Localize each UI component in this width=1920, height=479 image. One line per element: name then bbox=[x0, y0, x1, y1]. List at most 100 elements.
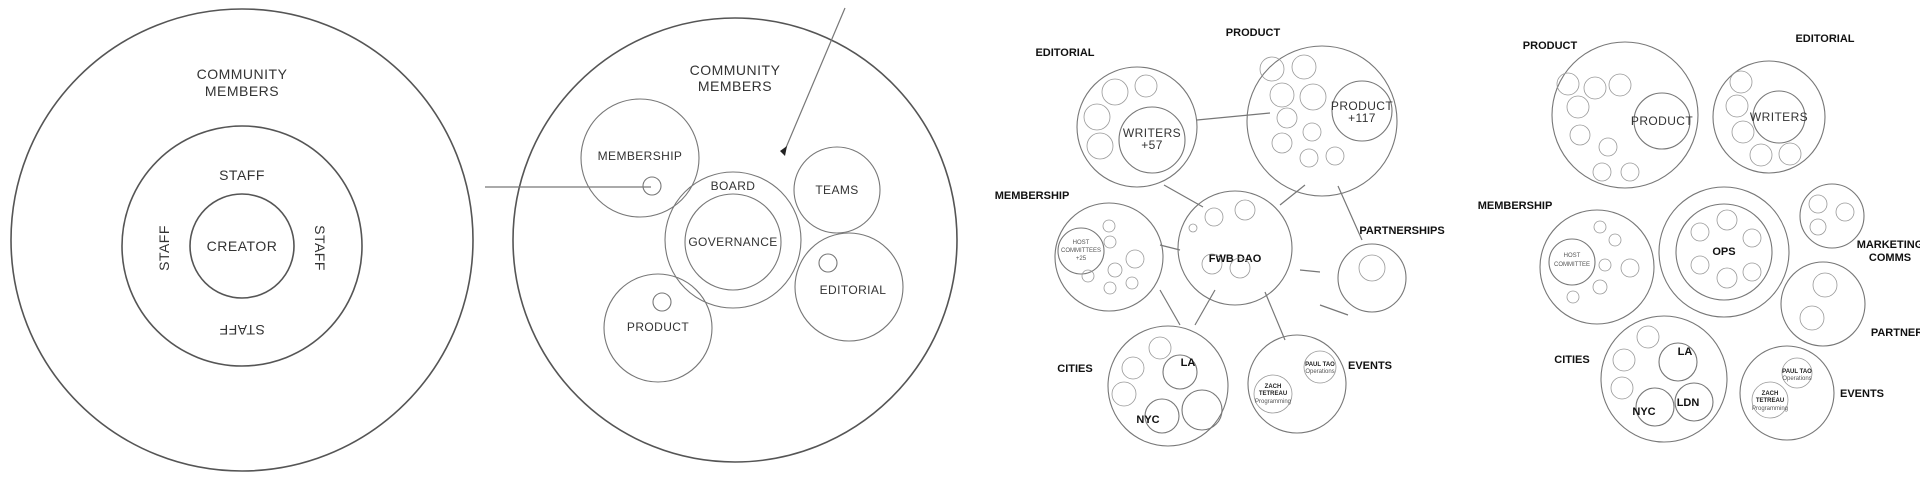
city-circle bbox=[1181, 389, 1223, 431]
editorial-node bbox=[818, 253, 838, 273]
editorial-person bbox=[1086, 132, 1114, 160]
cities-person-4 bbox=[1636, 325, 1660, 349]
marketing-group bbox=[1799, 183, 1865, 249]
governance-circle bbox=[684, 193, 782, 291]
editorial-person bbox=[1083, 103, 1111, 131]
community-ring bbox=[10, 8, 474, 472]
editorial-person bbox=[1101, 78, 1129, 106]
cities-title-4: CITIES bbox=[1554, 354, 1589, 366]
host-committee-4 bbox=[1548, 238, 1596, 286]
link-product-partnerships bbox=[1337, 185, 1363, 241]
membership-group-4 bbox=[1539, 209, 1655, 325]
staff-label-bottom: STAFF bbox=[219, 322, 265, 338]
membership-person bbox=[1103, 235, 1117, 249]
staff-label-top: STAFF bbox=[219, 167, 265, 183]
product-person-4 bbox=[1566, 95, 1590, 119]
writers-label-4: WRITERS bbox=[1750, 110, 1808, 124]
host-label-2: COMMITTEES bbox=[1061, 248, 1101, 254]
la-circle bbox=[1162, 354, 1198, 390]
product-person bbox=[1299, 83, 1327, 111]
editorial-group-4 bbox=[1712, 60, 1826, 174]
paul-name: PAUL TAO bbox=[1305, 362, 1335, 368]
cities-title: CITIES bbox=[1057, 363, 1092, 375]
product-person bbox=[1271, 132, 1293, 154]
membership-person bbox=[1081, 269, 1095, 283]
nyc-circle bbox=[1144, 398, 1180, 434]
board-label: BOARD bbox=[711, 179, 756, 193]
editorial-person-4 bbox=[1778, 142, 1802, 166]
events-title: EVENTS bbox=[1348, 360, 1392, 372]
ldn-label-4: LDN bbox=[1677, 397, 1700, 409]
link-events-partnerships bbox=[1319, 304, 1349, 316]
ops-outer bbox=[1658, 186, 1790, 318]
cities-person bbox=[1148, 336, 1172, 360]
link-membership-cities bbox=[1159, 289, 1181, 326]
marketing-title-2: COMMS bbox=[1869, 252, 1911, 264]
marketing-title-1: MARKETING bbox=[1857, 239, 1920, 251]
partnerships-group bbox=[1337, 243, 1407, 313]
membership-person-4 bbox=[1608, 233, 1622, 247]
center-person bbox=[1204, 207, 1224, 227]
zach-name-4a: ZACH bbox=[1762, 391, 1779, 397]
center-person bbox=[1229, 257, 1251, 279]
editorial-person-4 bbox=[1749, 143, 1773, 167]
paul-role-4: Operations bbox=[1782, 376, 1811, 382]
ops-person bbox=[1690, 255, 1710, 275]
product-person-4 bbox=[1592, 162, 1612, 182]
paul-name-4: PAUL TAO bbox=[1782, 369, 1812, 375]
cities-person bbox=[1111, 381, 1137, 407]
membership-title-4: MEMBERSHIP bbox=[1478, 200, 1553, 212]
community-label-2: MEMBERS bbox=[205, 83, 279, 99]
center-person bbox=[1188, 223, 1198, 233]
arrow-head-icon bbox=[780, 146, 787, 156]
host-label-4a: HOST bbox=[1564, 253, 1581, 259]
editorial-person bbox=[1134, 74, 1158, 98]
teams-circle bbox=[793, 146, 881, 234]
zach-circle bbox=[1253, 374, 1293, 414]
ops-person bbox=[1742, 228, 1762, 248]
link-editorial-center bbox=[1163, 184, 1204, 208]
ops-person bbox=[1690, 222, 1710, 242]
writers-count: +57 bbox=[1141, 138, 1163, 152]
product-person-4 bbox=[1569, 124, 1591, 146]
link-product-center bbox=[1279, 184, 1306, 206]
events-title-4: EVENTS bbox=[1840, 388, 1884, 400]
link-membership-center bbox=[1159, 244, 1181, 251]
product-node bbox=[652, 292, 672, 312]
editorial-person-4 bbox=[1725, 94, 1749, 118]
marketing-person bbox=[1808, 194, 1828, 214]
membership-person-4 bbox=[1566, 290, 1580, 304]
link-editorial-product bbox=[1196, 112, 1271, 121]
membership-person bbox=[1107, 262, 1123, 278]
editorial-person-4 bbox=[1731, 120, 1755, 144]
zach-circle-4 bbox=[1751, 381, 1789, 419]
membership-person-4 bbox=[1598, 258, 1612, 272]
community-label-1: COMMUNITY bbox=[197, 66, 288, 82]
nyc-circle-4 bbox=[1635, 387, 1675, 427]
partnerships-group-4 bbox=[1780, 261, 1866, 347]
panel-fwb-restructure: PRODUCT PRODUCT EDITORIAL WRITERS MEMBER… bbox=[1478, 33, 1920, 443]
zach-role-4: Programming bbox=[1752, 406, 1788, 412]
community-ring-2 bbox=[512, 17, 958, 463]
membership-person bbox=[1125, 249, 1145, 269]
product-person bbox=[1291, 54, 1317, 80]
governance-label: GOVERNANCE bbox=[688, 235, 777, 249]
arrow-line bbox=[784, 7, 846, 151]
product-person-4 bbox=[1556, 72, 1580, 96]
membership-person bbox=[1102, 219, 1116, 233]
creator-label: CREATOR bbox=[207, 238, 278, 254]
editorial-circle bbox=[794, 232, 904, 342]
panel-creator-model: COMMUNITY MEMBERS STAFF STAFF STAFF STAF… bbox=[10, 8, 474, 472]
link-center-partnerships bbox=[1299, 269, 1321, 273]
staff-label-right: STAFF bbox=[312, 225, 328, 271]
product-team-4 bbox=[1633, 92, 1691, 150]
membership-person-4 bbox=[1620, 258, 1640, 278]
ops-person bbox=[1742, 262, 1762, 282]
product-circle bbox=[603, 273, 713, 383]
editorial-title-4: EDITORIAL bbox=[1795, 33, 1854, 45]
partnerships-person-4 bbox=[1799, 305, 1825, 331]
membership-person-4 bbox=[1593, 220, 1607, 234]
host-label-4b: COMMITTEE bbox=[1554, 262, 1590, 268]
host-label-1: HOST bbox=[1073, 240, 1090, 246]
staff-ring bbox=[121, 125, 363, 367]
